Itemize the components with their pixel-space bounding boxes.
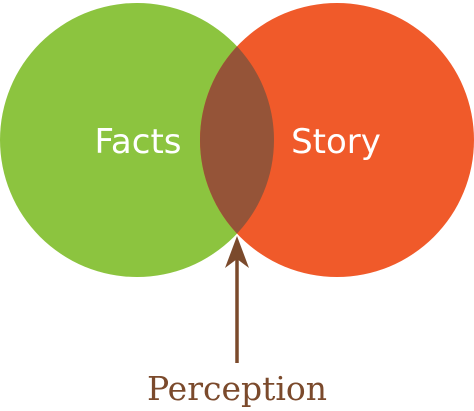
facts-circle <box>0 3 274 277</box>
story-label: Story <box>291 122 381 162</box>
perception-arrow <box>225 236 249 363</box>
facts-label: Facts <box>94 122 181 162</box>
story-circle <box>200 3 474 277</box>
arrow-head-icon <box>225 236 249 268</box>
perception-label: Perception <box>147 369 327 408</box>
